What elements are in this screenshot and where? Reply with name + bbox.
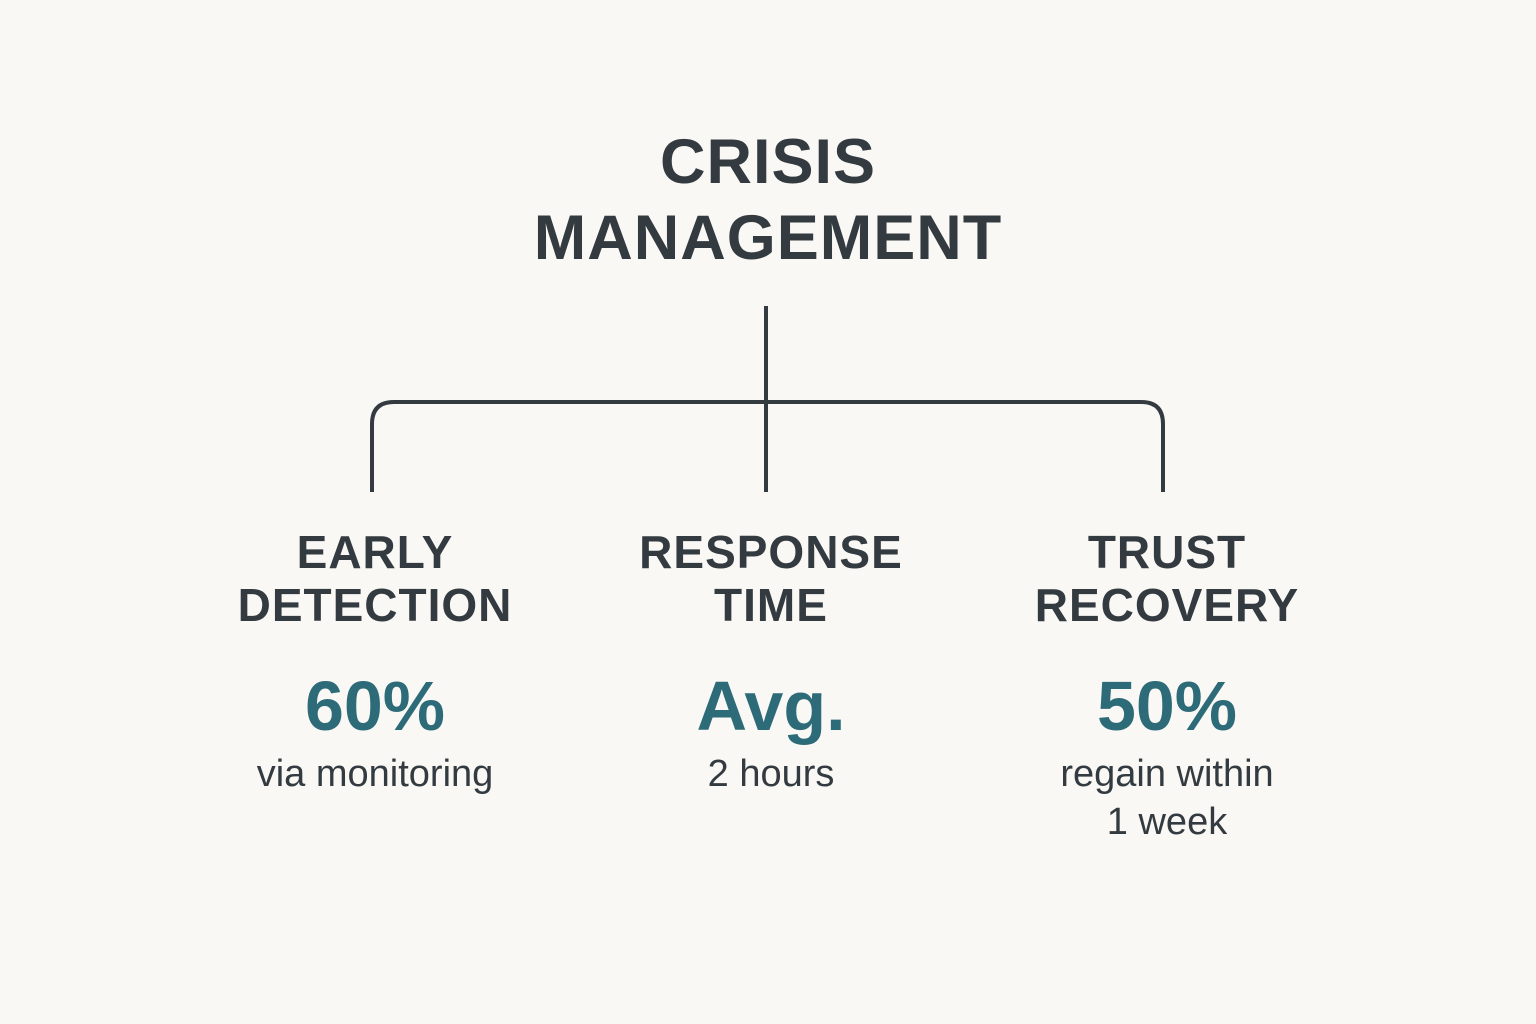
branch-title-line1: RESPONSE [639, 526, 903, 578]
root-title-line2: MANAGEMENT [533, 203, 1003, 273]
branch-stat: 60% [304, 667, 446, 745]
root-node-title: CRISIS MANAGEMENT [468, 124, 1068, 276]
branch-stat: 50% [1096, 667, 1238, 745]
branch-early-detection: EARLY DETECTION 60% via monitoring [185, 526, 565, 798]
connector-bracket [370, 400, 1165, 492]
branch-title-line2: RECOVERY [1034, 579, 1300, 631]
branch-note: 2 hours [581, 750, 961, 798]
branch-title-line2: DETECTION [237, 579, 513, 631]
branch-title: EARLY DETECTION [185, 526, 565, 632]
branch-note-line1: regain within [1060, 753, 1274, 795]
branch-trust-recovery: TRUST RECOVERY 50% regain within 1 week [977, 526, 1357, 846]
branch-response-time: RESPONSE TIME Avg. 2 hours [581, 526, 961, 798]
branch-title-line2: TIME [714, 579, 828, 631]
branch-title: TRUST RECOVERY [977, 526, 1357, 632]
branch-note-line2: 1 week [1106, 801, 1228, 843]
branch-title-line1: EARLY [296, 526, 454, 578]
branch-stat: Avg. [696, 667, 846, 745]
branch-note: via monitoring [185, 750, 565, 798]
root-title-line1: CRISIS [659, 127, 877, 197]
branch-note-line1: via monitoring [256, 753, 494, 795]
branch-note-line1: 2 hours [707, 753, 835, 795]
branch-note: regain within 1 week [977, 750, 1357, 846]
branch-title-line1: TRUST [1087, 526, 1247, 578]
branch-title: RESPONSE TIME [581, 526, 961, 632]
